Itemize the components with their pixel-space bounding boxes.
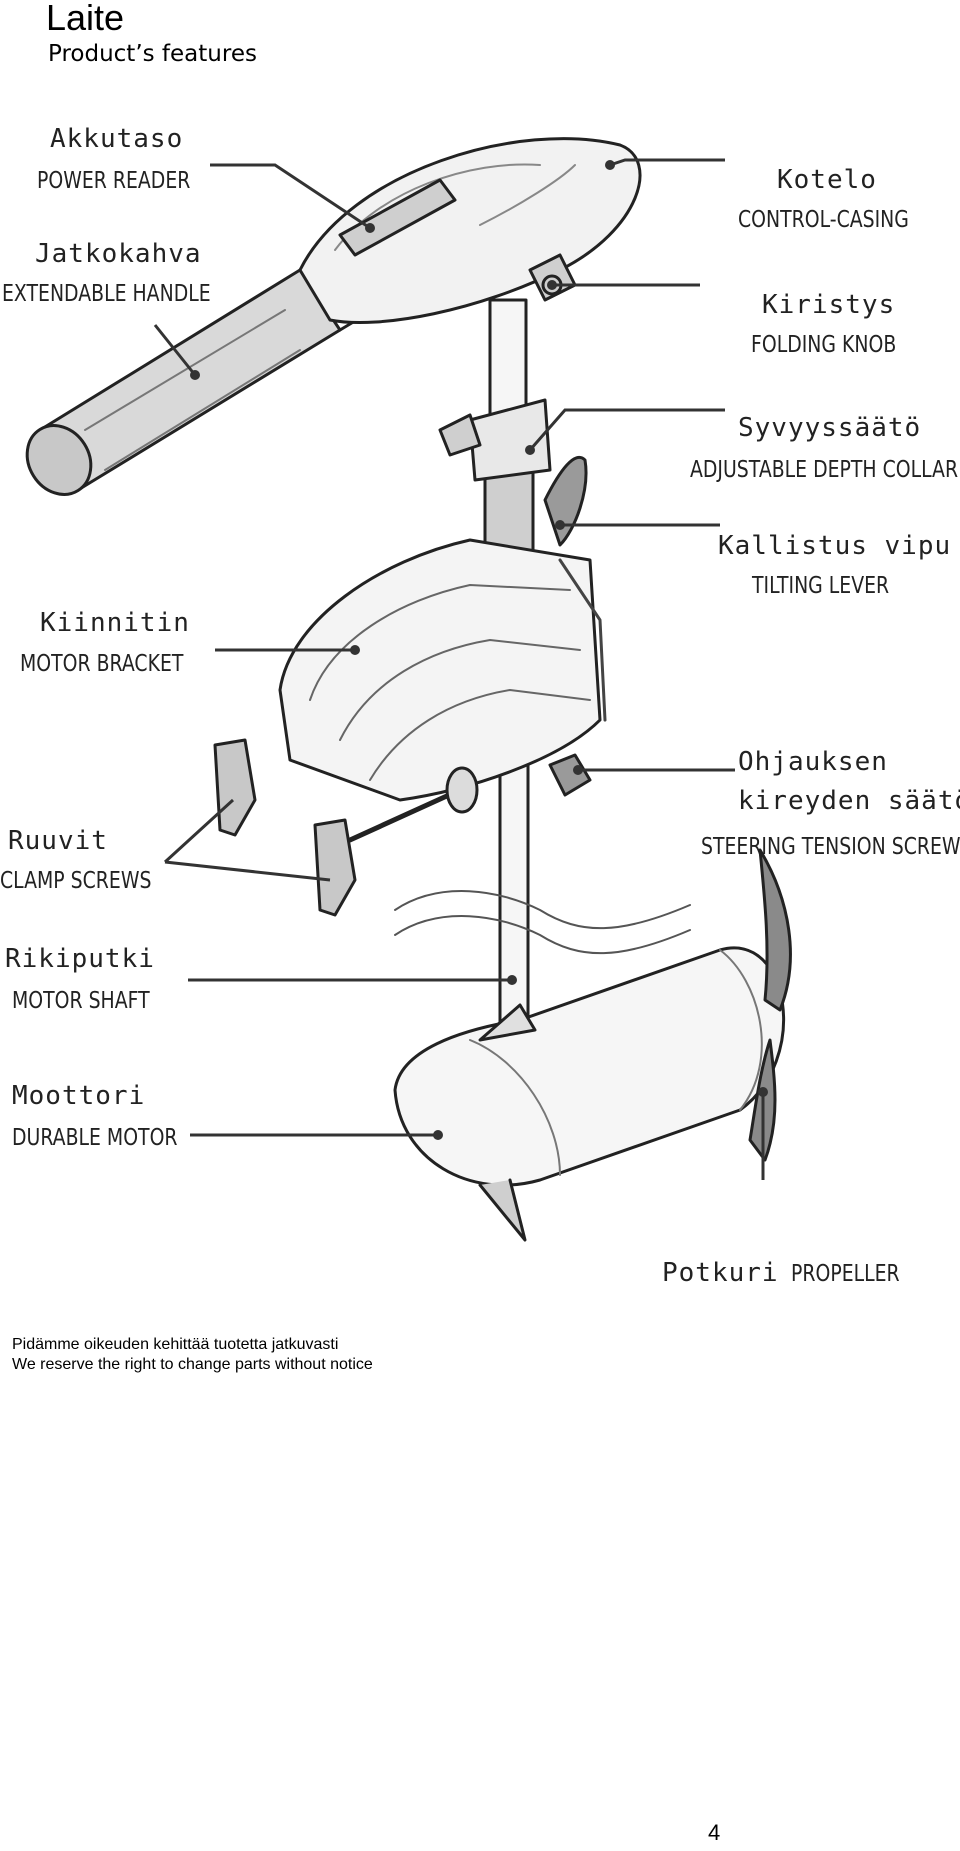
label-propeller-fi: Potkuri xyxy=(662,1258,779,1288)
label-steering-en: STEERING TENSION SCREW xyxy=(701,834,960,860)
label-handle-fi: Jatkokahva xyxy=(35,239,202,269)
footnote-line-fi: Pidämme oikeuden kehittää tuotetta jatku… xyxy=(12,1336,339,1353)
label-clamp-fi: Ruuvit xyxy=(8,826,108,856)
label-propeller: Potkuri PROPELLER xyxy=(662,1260,923,1286)
label-power-reader-en: POWER READER xyxy=(37,168,191,194)
leader-control-casing xyxy=(609,158,725,167)
label-tilt-en: TILTING LEVER xyxy=(752,573,890,599)
label-knob-en: FOLDING KNOB xyxy=(751,332,897,358)
trolling-motor-diagram xyxy=(25,137,792,1242)
label-tilt-fi: Kallistus vipu xyxy=(718,531,952,561)
label-steering-fi: Ohjauksen xyxy=(738,747,888,777)
leader-power-reader xyxy=(210,163,371,230)
leader-clamp-screws xyxy=(163,798,331,882)
label-clamp-en: CLAMP SCREWS xyxy=(0,868,152,894)
leader-depth-collar xyxy=(528,408,725,451)
water-line-illustration xyxy=(394,890,691,930)
label-bracket-fi: Kiinnitin xyxy=(40,608,190,638)
label-handle-en: EXTENDABLE HANDLE xyxy=(2,281,211,307)
label-casing-en: CONTROL-CASING xyxy=(738,207,909,233)
footnote: Pidämme oikeuden kehittää tuotetta jatku… xyxy=(12,1335,402,1375)
label-depth-en: ADJUSTABLE DEPTH COLLAR xyxy=(690,457,959,483)
label-knob-fi: Kiristys xyxy=(762,290,896,320)
label-motor-en: DURABLE MOTOR xyxy=(12,1125,178,1151)
label-bracket-en: MOTOR BRACKET xyxy=(20,651,184,677)
control-casing-illustration xyxy=(298,137,642,325)
leader-extendable-handle xyxy=(153,324,197,376)
label-propeller-en: PROPELLER xyxy=(790,1261,900,1287)
label-power-reader-fi: Akkutaso xyxy=(50,124,184,154)
label-depth-fi: Syvyyssäätö xyxy=(738,413,922,443)
page-title: Laite xyxy=(46,0,125,38)
label-casing-fi: Kotelo xyxy=(777,165,877,195)
page-subtitle: Product’s features xyxy=(48,41,257,67)
label-steering-fi2: kireyden säätö xyxy=(738,786,960,816)
label-motor-fi: Moottori xyxy=(12,1081,146,1111)
footnote-line-en: We reserve the right to change parts wit… xyxy=(12,1356,373,1373)
label-shaft-en: MOTOR SHAFT xyxy=(12,988,150,1014)
tilting-lever-illustration xyxy=(543,456,588,547)
page-number: 4 xyxy=(708,1820,721,1845)
label-shaft-fi: Rikiputki xyxy=(5,944,155,974)
steering-screw-illustration xyxy=(548,753,592,797)
motor-illustration xyxy=(393,946,786,1242)
clamp-screws-illustration xyxy=(213,738,479,917)
